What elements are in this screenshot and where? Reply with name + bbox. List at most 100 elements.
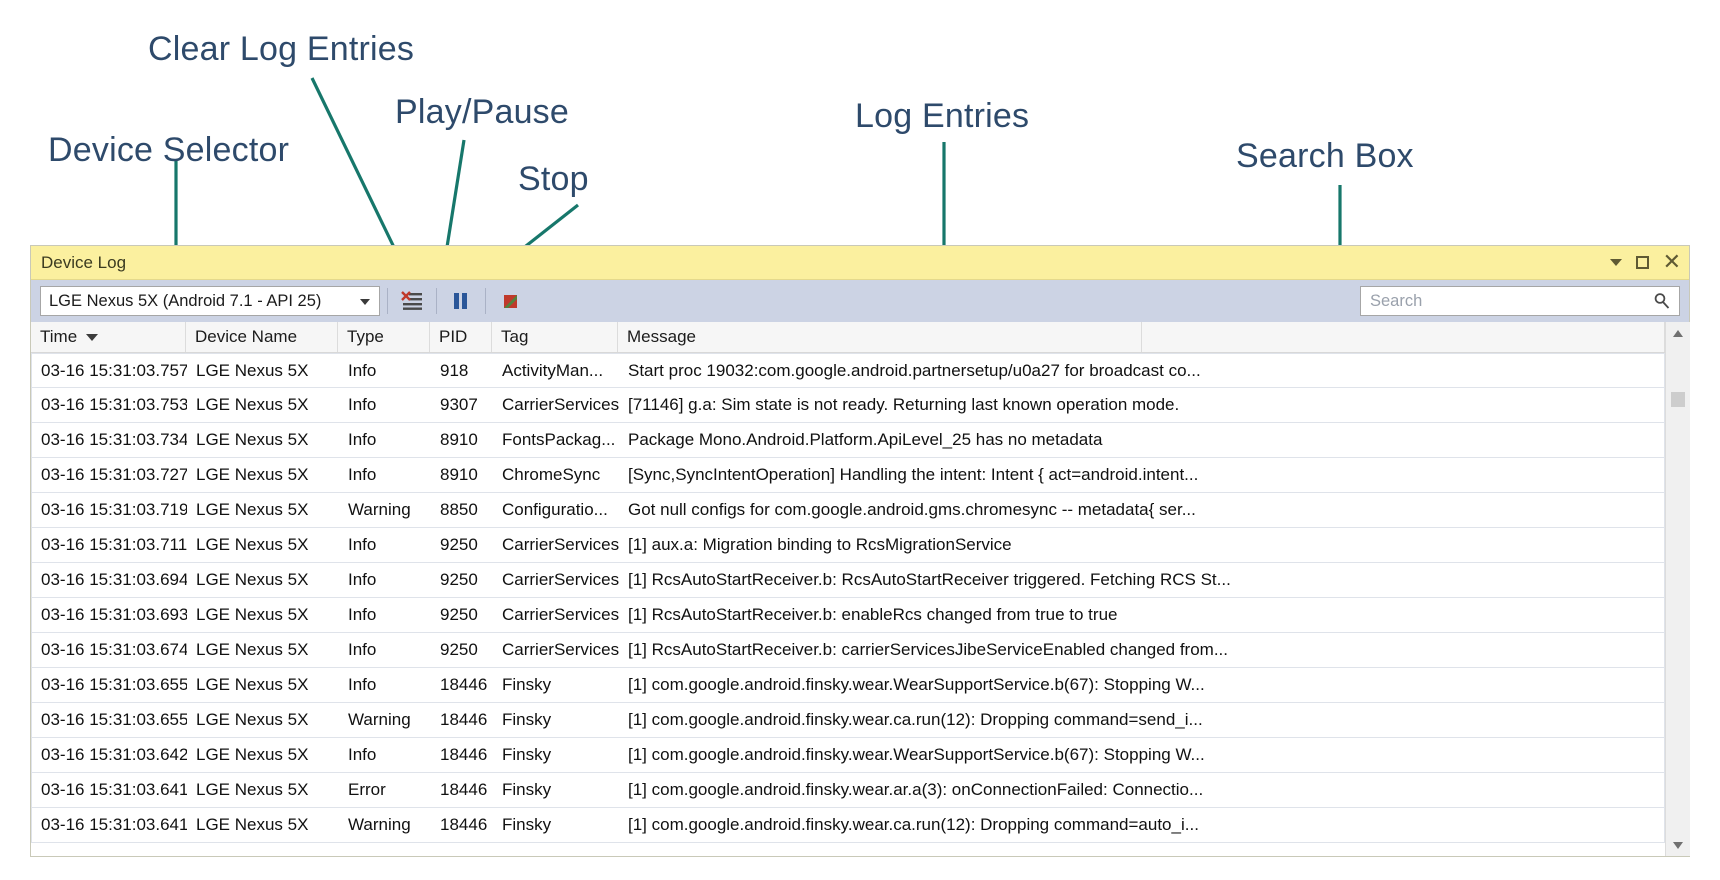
cell-type: Info xyxy=(348,465,377,484)
stop-button[interactable] xyxy=(493,285,527,317)
cell-time: 03-16 15:31:03.719 xyxy=(41,500,187,519)
toolbar-separator-3 xyxy=(485,288,486,314)
cell-time: 03-16 15:31:03.641 xyxy=(41,815,187,834)
column-header-message[interactable]: Message xyxy=(618,322,1142,352)
annotation-label-play-pause: Play/Pause xyxy=(395,93,569,131)
cell-pid: 18446 xyxy=(440,675,488,694)
cell-tag: Finsky xyxy=(502,710,552,729)
annotation-label-log-entries: Log Entries xyxy=(855,97,1030,135)
cell-message: [1] RcsAutoStartReceiver.b: enableRcs ch… xyxy=(628,605,1118,624)
cell-type: Info xyxy=(348,535,377,554)
column-header-tag[interactable]: Tag xyxy=(492,322,618,352)
cell-message: Start proc 19032:com.google.android.part… xyxy=(628,360,1201,380)
cell-device: LGE Nexus 5X xyxy=(196,710,309,729)
cell-message: [1] RcsAutoStartReceiver.b: RcsAutoStart… xyxy=(628,570,1231,589)
vertical-scrollbar[interactable] xyxy=(1665,322,1690,856)
column-header-filler xyxy=(1142,322,1665,352)
cell-pid: 918 xyxy=(440,360,469,380)
annotation-label-device-selector: Device Selector xyxy=(48,131,290,169)
cell-pid: 8850 xyxy=(440,500,478,519)
cell-time: 03-16 15:31:03.734 xyxy=(41,430,187,449)
clear-log-entries-button[interactable] xyxy=(395,285,429,317)
search-input[interactable] xyxy=(1368,287,1649,315)
cell-device: LGE Nexus 5X xyxy=(196,640,309,659)
search-icon[interactable] xyxy=(1649,292,1675,310)
annotation-label-clear-log-entries: Clear Log Entries xyxy=(148,30,415,68)
cell-type: Warning xyxy=(348,710,411,729)
device-selector-value: LGE Nexus 5X (Android 7.1 - API 25) xyxy=(49,291,322,310)
column-header-type[interactable]: Type xyxy=(338,322,430,352)
cell-type: Info xyxy=(348,605,377,624)
cell-time: 03-16 15:31:03.753 xyxy=(41,395,187,414)
cell-pid: 18446 xyxy=(440,815,488,834)
cell-message: [1] com.google.android.finsky.wear.ca.ru… xyxy=(628,710,1203,729)
cell-pid: 18446 xyxy=(440,780,488,799)
device-log-toolbar: LGE Nexus 5X (Android 7.1 - API 25) xyxy=(31,280,1689,323)
cell-pid: 9250 xyxy=(440,570,478,589)
column-header-time[interactable]: Time xyxy=(31,322,186,352)
cell-device: LGE Nexus 5X xyxy=(196,395,309,414)
cell-tag: CarrierServices xyxy=(502,605,619,624)
cell-pid: 8910 xyxy=(440,465,478,484)
cell-message: [1] aux.a: Migration binding to RcsMigra… xyxy=(628,535,1012,554)
cell-pid: 18446 xyxy=(440,710,488,729)
cell-device: LGE Nexus 5X xyxy=(196,465,309,484)
scrollbar-thumb[interactable] xyxy=(1670,392,1685,407)
cell-message: Package Mono.Android.Platform.ApiLevel_2… xyxy=(628,430,1103,449)
clear-log-icon xyxy=(401,291,422,310)
column-header-pid[interactable]: PID xyxy=(430,322,492,352)
cell-device: LGE Nexus 5X xyxy=(196,675,309,694)
play-pause-button[interactable] xyxy=(444,285,478,317)
sort-descending-icon xyxy=(86,333,99,341)
scroll-up-icon[interactable] xyxy=(1665,322,1690,344)
log-entries-grid: Time Device Name Type PID Tag Message 03… xyxy=(31,322,1690,856)
cell-time: 03-16 15:31:03.655 xyxy=(41,675,187,694)
cell-tag: CarrierServices xyxy=(502,570,619,589)
annotation-label-stop: Stop xyxy=(518,160,589,198)
cell-tag: FontsPackag... xyxy=(502,430,616,449)
cell-device: LGE Nexus 5X xyxy=(196,745,309,764)
cell-time: 03-16 15:31:03.711 xyxy=(41,535,187,554)
cell-message: [1] com.google.android.finsky.wear.WearS… xyxy=(628,675,1205,694)
cell-device: LGE Nexus 5X xyxy=(196,780,309,799)
cell-device: LGE Nexus 5X xyxy=(196,500,309,519)
cell-message: Got null configs for com.google.android.… xyxy=(628,500,1196,519)
cell-time: 03-16 15:31:03.757 xyxy=(41,360,187,380)
scroll-down-icon[interactable] xyxy=(1665,834,1690,856)
panel-dropdown-icon[interactable] xyxy=(1609,259,1622,266)
page-title: Device Log xyxy=(41,252,127,272)
cell-time: 03-16 15:31:03.694 xyxy=(41,570,187,589)
scrollbar-track[interactable] xyxy=(1665,344,1690,834)
maximize-icon[interactable] xyxy=(1635,256,1649,269)
cell-tag: CarrierServices xyxy=(502,640,619,659)
toolbar-separator-1 xyxy=(387,288,388,314)
device-log-panel: Device Log ✕ LGE Nexus 5X (Android 7.1 -… xyxy=(30,245,1690,857)
column-header-device-name[interactable]: Device Name xyxy=(186,322,338,352)
toolbar-separator-2 xyxy=(436,288,437,314)
cell-device: LGE Nexus 5X xyxy=(196,535,309,554)
table-header-row: Time Device Name Type PID Tag Message xyxy=(31,322,1665,353)
device-selector[interactable]: LGE Nexus 5X (Android 7.1 - API 25) xyxy=(40,286,380,316)
search-box[interactable] xyxy=(1360,286,1680,316)
cell-message: [1] RcsAutoStartReceiver.b: carrierServi… xyxy=(628,640,1228,659)
stop-icon xyxy=(504,295,517,308)
cell-tag: CarrierServices xyxy=(502,395,619,414)
cell-device: LGE Nexus 5X xyxy=(196,605,309,624)
close-icon[interactable]: ✕ xyxy=(1662,248,1681,274)
cell-time: 03-16 15:31:03.674 xyxy=(41,640,187,659)
cell-tag: ChromeSync xyxy=(502,465,601,484)
